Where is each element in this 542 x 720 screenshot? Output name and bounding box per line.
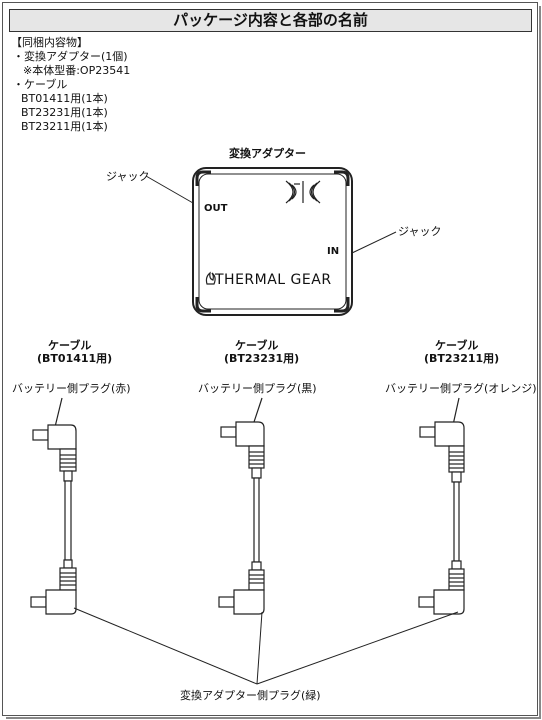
contents-line: ・変換アダプター(1個) [13,50,128,63]
in-port-label: IN [327,246,340,257]
adapter-title: 変換アダプター [229,147,306,160]
cable-2-title: ケーブル [235,339,279,352]
jack-left-label: ジャック [106,170,150,183]
frame-shadow [6,6,541,719]
cable-3-drawing [418,397,465,615]
cable-2-plug-label: バッテリー側プラグ(黒) [198,382,317,395]
out-port-label: OUT [204,203,228,214]
contents-line: BT01411用(1本) [21,92,108,105]
contents-heading: 【同梱内容物】 [11,36,88,49]
cable-1-plug-label: バッテリー側プラグ(赤) [12,382,131,395]
cable-1-title: ケーブル [48,339,92,352]
brand-logo-text: THERMAL GEAR [215,272,332,288]
contents-line: BT23231用(1本) [21,106,108,119]
adapter-body [192,167,353,316]
flame-logo-icon [205,271,216,285]
cable-2-model: (BT23231用) [224,352,300,365]
cable-1-drawing [30,397,77,615]
cable-3-title: ケーブル [435,339,479,352]
page-title: パッケージ内容と各部の名前 [9,9,532,32]
contents-list: 【同梱内容物】 ・変換アダプター(1個) ※本体型番:OP23541 ・ケーブル… [11,36,130,134]
cable-1-model: (BT01411用) [37,352,113,365]
cable-2-drawing [218,397,265,615]
cable-3-plug-label: バッテリー側プラグ(オレンジ) [385,382,537,395]
jack-right-label: ジャック [398,225,442,238]
dc-logo-icon [285,180,321,204]
cable-3-model: (BT23211用) [424,352,500,365]
contents-line: BT23211用(1本) [21,120,108,133]
adapter-plug-leader-lines [73,607,459,685]
jack-leader-lines [145,175,397,254]
contents-line: ※本体型番:OP23541 [23,64,131,77]
contents-line: ・ケーブル [13,78,68,91]
adapter-plug-label: 変換アダプター側プラグ(緑) [180,689,321,702]
